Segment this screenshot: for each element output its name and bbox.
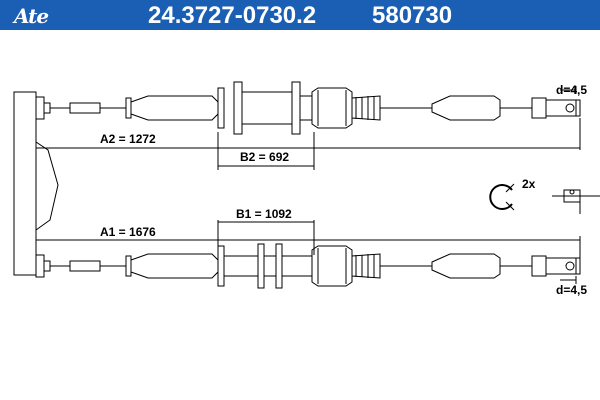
brand-logo: Ate [14,4,49,28]
upper-sleeve-flange-left [217,87,225,129]
lower-cable [35,243,581,289]
clip-quantity-label: 2x [522,177,536,191]
dim-d-top-label: d=4,5 [556,83,587,97]
cross-section-symbol [552,189,600,214]
upper-threaded-rod-left [69,102,101,114]
dim-b2-label: B2 = 692 [240,150,289,164]
dim-a1-label: A1 = 1676 [100,225,156,239]
upper-end-fitting-left [35,96,45,120]
lower-end-nipple [531,255,547,277]
header-bar: Ate 24.3727-0730.2 580730 [0,0,600,30]
upper-cable [35,81,581,135]
reference-number: 580730 [372,2,453,29]
part-number: 24.3727-0730.2 [148,2,317,29]
dim-b1-label: B1 = 1092 [236,207,292,221]
clip-symbol [489,183,515,211]
lower-threaded-rod-left [69,260,101,272]
dim-a2-label: A2 = 1272 [100,132,156,146]
lower-sleeve-flange-left [217,245,225,287]
lower-end-fitting-left [35,254,45,278]
dim-d-bottom-label: d=4,5 [556,283,587,297]
cable-drawing: A2 = 1272 B2 = 692 d=4,5 2x B1 = 1092 A1… [13,81,600,297]
upper-end-nipple [531,97,547,119]
